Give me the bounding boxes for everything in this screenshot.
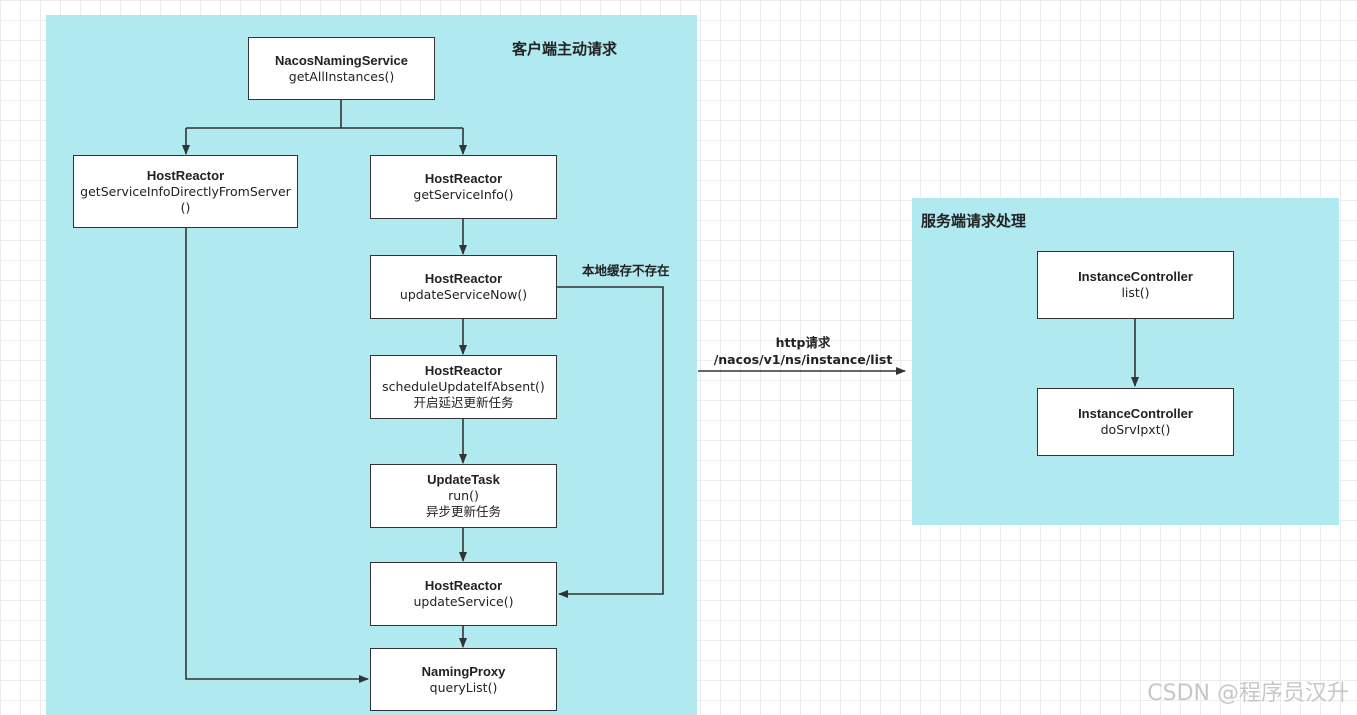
client-panel-title: 客户端主动请求: [512, 40, 618, 58]
node-method: updateServiceNow(): [399, 287, 528, 302]
edge-direct-to-proxy: [185, 228, 369, 683]
node-class: HostReactor: [424, 271, 503, 286]
instance-controller-do-node: InstanceController doSrvIpxt(): [1037, 388, 1234, 456]
host-reactor-schedule-node: HostReactor scheduleUpdateIfAbsent() 开启延…: [370, 355, 557, 419]
host-reactor-direct-node: HostReactor getServiceInfoDirectlyFromSe…: [73, 155, 298, 228]
node-class: HostReactor: [146, 167, 225, 183]
node-method: list(): [1121, 285, 1150, 300]
node-class: InstanceController: [1078, 269, 1193, 284]
edge-nacos-split: [186, 100, 463, 129]
node-class: HostReactor: [424, 171, 503, 186]
node-method-suffix: (): [180, 199, 191, 215]
node-method: getAllInstances(): [288, 68, 395, 84]
nacos-naming-service-node: NacosNamingService getAllInstances(): [248, 37, 435, 100]
node-class: InstanceController: [1078, 406, 1193, 421]
update-task-node: UpdateTask run() 异步更新任务: [370, 464, 557, 528]
node-method: getServiceInfo(): [413, 187, 514, 202]
node-class: NacosNamingService: [275, 52, 408, 68]
http-request-line1: http请求: [775, 335, 831, 350]
node-method: updateService(): [413, 594, 514, 609]
host-reactor-update-node: HostReactor updateService(): [370, 562, 557, 626]
watermark: CSDN @程序员汉升: [1147, 681, 1349, 706]
node-class: HostReactor: [424, 578, 503, 593]
naming-proxy-node: NamingProxy queryList(): [370, 648, 557, 711]
host-reactor-get-node: HostReactor getServiceInfo(): [370, 155, 557, 219]
node-method: queryList(): [429, 679, 498, 695]
node-class: HostReactor: [424, 363, 503, 378]
node-method: scheduleUpdateIfAbsent(): [382, 379, 545, 394]
http-request-label: http请求 /nacos/v1/ns/instance/list: [700, 334, 906, 368]
node-method: run(): [448, 488, 479, 503]
server-panel-title: 服务端请求处理: [921, 212, 1027, 230]
node-note: 开启延迟更新任务: [413, 395, 514, 410]
http-request-line2: /nacos/v1/ns/instance/list: [713, 352, 893, 367]
node-class: UpdateTask: [427, 472, 500, 487]
node-note: 异步更新任务: [425, 504, 501, 519]
node-method: doSrvIpxt(): [1100, 422, 1171, 437]
edge-cache-miss-loop: [556, 286, 664, 598]
cache-missing-label: 本地缓存不存在: [582, 263, 670, 278]
instance-controller-list-node: InstanceController list(): [1037, 251, 1234, 319]
node-class: NamingProxy: [421, 663, 506, 679]
host-reactor-update-now-node: HostReactor updateServiceNow(): [370, 255, 557, 319]
node-method: getServiceInfoDirectlyFromServer: [80, 183, 291, 199]
